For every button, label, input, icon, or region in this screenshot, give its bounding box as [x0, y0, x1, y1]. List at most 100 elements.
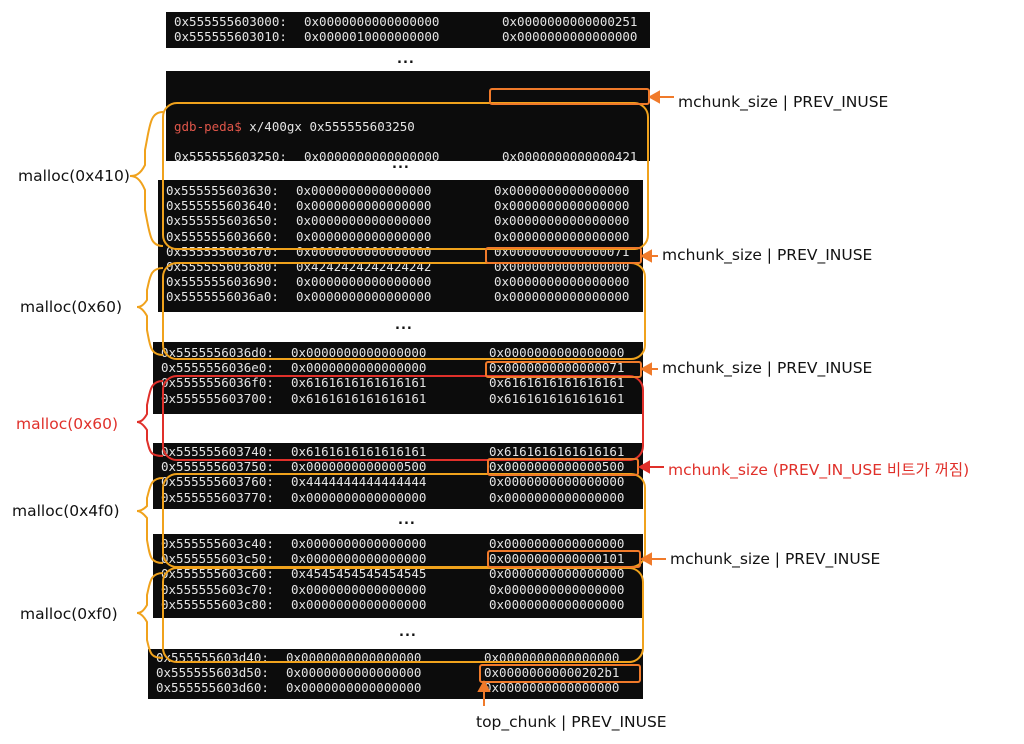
ellipsis: ... — [392, 157, 410, 172]
label-size-5: mchunk_size | PREV_INUSE — [670, 550, 881, 568]
memory-value-2: 0x0000000000000000 — [489, 489, 625, 505]
arrow-head — [639, 362, 652, 376]
memory-value-1: 0x0000000000000000 — [291, 551, 427, 567]
arrow-head — [639, 552, 652, 566]
size-highlight-1 — [489, 88, 650, 105]
memory-value-1: 0x6161616161616161 — [291, 375, 427, 391]
memory-value-1: 0x0000000000000000 — [296, 274, 432, 290]
memory-value-2: 0x0000000000000000 — [489, 474, 625, 490]
memory-value-1: 0x0000000000000000 — [291, 581, 427, 597]
memory-value-2: 0x0000000000000000 — [494, 213, 630, 229]
brace-60-a — [136, 267, 164, 356]
memory-value-1: 0x0000000000000000 — [291, 536, 427, 551]
memory-value-1: 0x0000000000000000 — [291, 596, 427, 612]
memory-address: 0x555555603650: — [166, 213, 279, 229]
memory-address: 0x555555603670: — [166, 243, 279, 259]
memory-address: 0x555555603010: — [174, 29, 287, 45]
chunk-outline-4f0 — [162, 473, 646, 568]
ellipsis: ... — [395, 318, 413, 333]
memory-row: 0x555555603000: 0x0000000000000000 0x00000… — [166, 14, 650, 29]
memory-value-2: 0x0000000000000000 — [494, 198, 630, 214]
gdb-prompt: gdb-peda$ — [174, 118, 242, 134]
memory-value-1: 0x0000000000000000 — [291, 360, 427, 376]
memory-value-2: 0x0000000000000000 — [484, 680, 620, 696]
memory-value-1: 0x0000000000000000 — [286, 680, 422, 696]
memory-value-1: 0x6161616161616161 — [291, 444, 427, 459]
memory-address: 0x555555603690: — [166, 274, 279, 290]
memory-address: 0x5555556036a0: — [166, 289, 279, 305]
memory-value-2: 0x0000000000000071 — [489, 360, 625, 376]
arrow-head — [639, 249, 652, 263]
memory-row: 0x555555603d60: 0x0000000000000000 0x00000… — [148, 680, 643, 695]
gdb-command: x/400gx 0x555555603250 — [241, 118, 415, 134]
memory-value-1: 0x0000000000000000 — [304, 149, 440, 161]
memory-value-1: 0x6161616161616161 — [291, 390, 427, 406]
memory-address: 0x555555603c60: — [161, 566, 274, 582]
label-malloc-60-a: malloc(0x60) — [20, 298, 123, 316]
label-size-3: mchunk_size | PREV_INUSE — [662, 359, 873, 377]
memory-address: 0x555555603c50: — [161, 551, 274, 567]
memory-row: 0x5555556036e0: 0x0000000000000000 0x00000… — [153, 360, 643, 375]
size-highlight-3 — [485, 361, 642, 378]
memory-address: 0x555555603630: — [166, 183, 279, 198]
memory-address: 0x555555603d60: — [156, 680, 269, 696]
memory-address: 0x555555603640: — [166, 198, 279, 214]
ellipsis: ... — [398, 513, 416, 528]
memory-value-1: 0x0000000000000000 — [296, 228, 432, 244]
memory-value-2: 0x6161616161616161 — [489, 390, 625, 406]
memory-row: 0x555555603010: 0x0000010000000000 0x00000… — [166, 29, 650, 44]
memory-address: 0x555555603d50: — [156, 665, 269, 681]
memory-row: 0x555555603c50: 0x0000000000000000 0x00000… — [153, 551, 643, 566]
memory-value-2: 0x00000000000202b1 — [484, 665, 620, 681]
memory-value-2: 0x0000000000000101 — [489, 551, 625, 567]
memory-address: 0x555555603c80: — [161, 596, 274, 612]
memory-value-1: 0x0000000000000000 — [296, 213, 432, 229]
brace-f0 — [136, 572, 164, 659]
brace-410 — [129, 111, 164, 247]
memory-value-2: 0x0000000000000251 — [502, 14, 638, 29]
size-highlight-5 — [487, 550, 641, 568]
ellipsis: ... — [399, 625, 417, 640]
memory-address: 0x555555603c70: — [161, 581, 274, 597]
memory-value-1: 0x0000010000000000 — [304, 29, 440, 45]
memory-address: 0x555555603660: — [166, 228, 279, 244]
memory-value-1: 0x0000000000000000 — [296, 183, 432, 198]
label-malloc-60-b: malloc(0x60) — [16, 415, 119, 433]
memory-address: 0x5555556036e0: — [161, 360, 274, 376]
ellipsis: ... — [397, 52, 415, 67]
memory-address: 0x555555603750: — [161, 459, 274, 475]
size-highlight-2 — [485, 247, 642, 264]
arrow-head — [637, 460, 650, 474]
memory-address: 0x555555603760: — [161, 474, 274, 490]
memory-address: 0x555555603250: — [174, 149, 287, 161]
memory-address: 0x555555603000: — [174, 14, 287, 29]
memory-value-1: 0x0000000000000500 — [291, 459, 427, 475]
memory-value-2: 0x0000000000000000 — [502, 29, 638, 45]
memory-address: 0x555555603770: — [161, 489, 274, 505]
memory-dump-chunk-410: gdb-peda$ x/400gx 0x555555603250 0x55555… — [166, 71, 650, 161]
memory-address: 0x555555603c40: — [161, 536, 274, 551]
gdb-command-line: gdb-peda$ x/400gx 0x555555603250 — [166, 103, 650, 134]
memory-value-1: 0x0000000000000000 — [291, 345, 427, 360]
chunk-outline-60-b — [162, 375, 644, 461]
memory-address: 0x555555603700: — [161, 390, 274, 406]
memory-value-1: 0x0000000000000000 — [304, 14, 440, 29]
size-highlight-4 — [487, 458, 639, 476]
memory-value-2: 0x0000000000000000 — [489, 345, 625, 360]
label-size-4: mchunk_size (PREV_IN_USE 비트가 꺼짐) — [668, 461, 970, 479]
label-top-chunk: top_chunk | PREV_INUSE — [476, 713, 667, 731]
